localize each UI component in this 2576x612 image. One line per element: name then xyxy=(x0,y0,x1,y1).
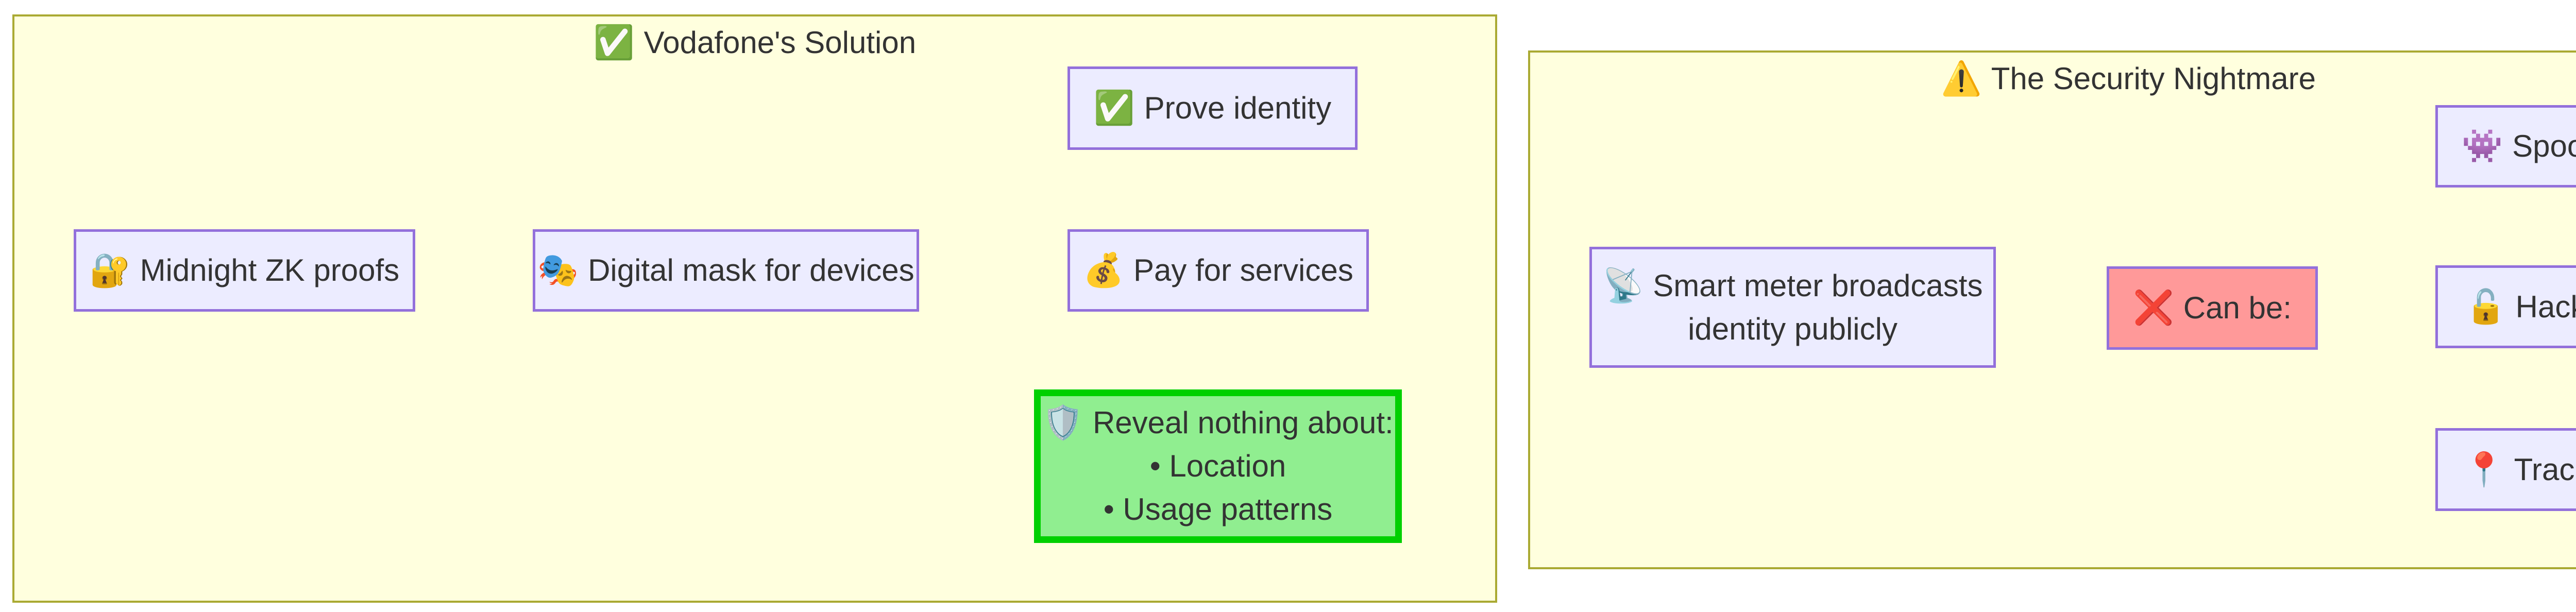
node-prove-identity: ✅ Prove identity xyxy=(1067,66,1358,150)
node-digital-mask-for-devices: 🎭 Digital mask for devices xyxy=(533,229,919,312)
warning-icon: ⚠️ xyxy=(1941,59,1982,98)
node-line: • Location xyxy=(1150,445,1286,488)
node-line: 👾 Spoofed xyxy=(2462,125,2576,168)
locked-with-key-icon: 🔐 xyxy=(89,251,131,290)
node-line: 🛡️ Reveal nothing about: xyxy=(1042,401,1393,445)
panel-security-nightmare: ⚠️ The Security Nightmare 📡 Smart meter bro… xyxy=(1528,50,2576,569)
node-line: 🔓 Hacked xyxy=(2465,285,2576,329)
node-spoofed: 👾 Spoofed xyxy=(2435,105,2576,188)
cross-mark-icon: ❌ xyxy=(2133,289,2174,327)
node-can-be: ❌ Can be: xyxy=(2107,266,2318,350)
check-mark-button-icon: ✅ xyxy=(1093,89,1135,127)
node-line: ✅ Prove identity xyxy=(1094,87,1331,130)
node-hacked: 🔓 Hacked xyxy=(2435,265,2576,348)
node-label: Pay for services xyxy=(1133,253,1353,287)
node-line: 📍 Tracked xyxy=(2464,448,2576,491)
node-midnight-zk-proofs: 🔐 Midnight ZK proofs xyxy=(74,229,415,312)
performing-arts-masks-icon: 🎭 xyxy=(537,251,579,290)
node-line: 🔐 Midnight ZK proofs xyxy=(90,249,399,292)
panel-title-security-nightmare: ⚠️ The Security Nightmare xyxy=(1530,61,2576,96)
node-label: Hacked xyxy=(2515,289,2576,324)
alien-monster-icon: 👾 xyxy=(2462,127,2503,165)
node-label: Midnight ZK proofs xyxy=(140,253,400,287)
node-smart-meter-broadcasts: 📡 Smart meter broadcasts identity publicly xyxy=(1589,247,1996,368)
shield-icon: 🛡️ xyxy=(1042,404,1083,442)
node-reveal-nothing: 🛡️ Reveal nothing about: • Location • Usage… xyxy=(1034,389,1402,543)
panel-title-vodafone-solution: ✅Vodafone's Solution xyxy=(14,25,1495,60)
satellite-antenna-icon: 📡 xyxy=(1602,266,1644,305)
node-line: 📡 Smart meter broadcasts xyxy=(1603,264,1983,308)
panel-vodafone-solution: ✅Vodafone's Solution🔐Midnight ZK proofs🎭… xyxy=(12,14,1497,603)
node-line: • Usage patterns xyxy=(1104,488,1333,531)
node-label: identity publicly xyxy=(1688,311,1897,346)
unlocked-icon: 🔓 xyxy=(2465,287,2506,326)
panel-title-text: Vodafone's Solution xyxy=(643,25,917,60)
node-label: Prove identity xyxy=(1144,91,1332,125)
node-label: • Location xyxy=(1149,449,1286,483)
node-tracked: 📍 Tracked xyxy=(2435,428,2576,511)
node-label: • Usage patterns xyxy=(1103,492,1333,526)
node-label: Can be: xyxy=(2183,291,2292,325)
node-pay-for-services: 💰 Pay for services xyxy=(1067,229,1369,312)
check-mark-button-icon: ✅ xyxy=(593,23,635,62)
node-label: Smart meter broadcasts xyxy=(1653,268,1983,303)
node-label: Reveal nothing about: xyxy=(1092,405,1394,440)
node-line: 💰 Pay for services xyxy=(1083,249,1353,292)
node-label: Spoofed xyxy=(2512,129,2576,163)
node-label: Digital mask for devices xyxy=(588,253,914,287)
node-label: Tracked xyxy=(2514,452,2576,487)
panel-title-text: The Security Nightmare xyxy=(1991,61,2316,96)
money-bag-icon: 💰 xyxy=(1083,251,1124,290)
round-pushpin-icon: 📍 xyxy=(2463,450,2505,489)
node-line: 🎭 Digital mask for devices xyxy=(537,249,914,292)
node-line: identity publicly xyxy=(1688,308,1897,351)
node-line: ❌ Can be: xyxy=(2133,286,2292,330)
